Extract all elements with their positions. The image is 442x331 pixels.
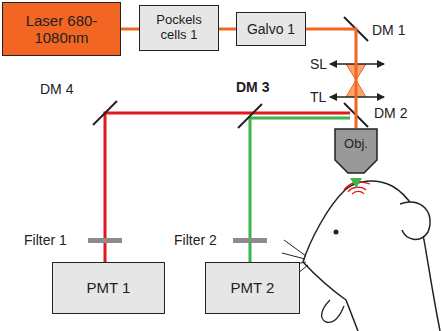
node-text: PMT 1 — [87, 279, 131, 296]
dichroic-mirror — [93, 101, 117, 125]
part-label: SL — [310, 57, 327, 72]
laser-beam — [121, 28, 139, 31]
mouse-outline — [303, 181, 440, 331]
node-text: Laser 680-1080nm — [14, 12, 110, 47]
node-text: Obj. — [344, 137, 368, 152]
laser-box: Laser 680-1080nm — [2, 2, 121, 56]
pmt-box: PMT 1 — [52, 262, 165, 314]
filter — [88, 238, 122, 243]
part-label: Filter 2 — [174, 233, 217, 248]
part-label: TL — [310, 90, 326, 105]
part-label: DM 1 — [372, 23, 405, 38]
part-label: DM 3 — [236, 80, 269, 95]
filter — [233, 238, 267, 243]
laser-beam — [306, 29, 356, 128]
node-text: PMT 2 — [231, 279, 275, 296]
node-text: Pockels cells 1 — [144, 13, 214, 43]
mouse-ear — [400, 202, 430, 240]
mouse-eye — [334, 230, 339, 235]
excitation-focus — [350, 178, 362, 188]
part-label: Filter 1 — [24, 233, 67, 248]
pockels-box: Pockels cells 1 — [139, 5, 219, 51]
node-text: Galvo 1 — [247, 21, 295, 37]
mouse-paw — [322, 300, 344, 322]
objective: Obj. — [334, 128, 378, 174]
galvo-box: Galvo 1 — [236, 12, 306, 46]
part-label: DM 2 — [374, 106, 407, 121]
part-label: DM 4 — [40, 82, 73, 97]
dichroic-mirror — [238, 104, 262, 128]
pmt-box: PMT 2 — [205, 262, 300, 314]
laser-beam — [219, 28, 236, 31]
objective-outline — [335, 129, 377, 173]
